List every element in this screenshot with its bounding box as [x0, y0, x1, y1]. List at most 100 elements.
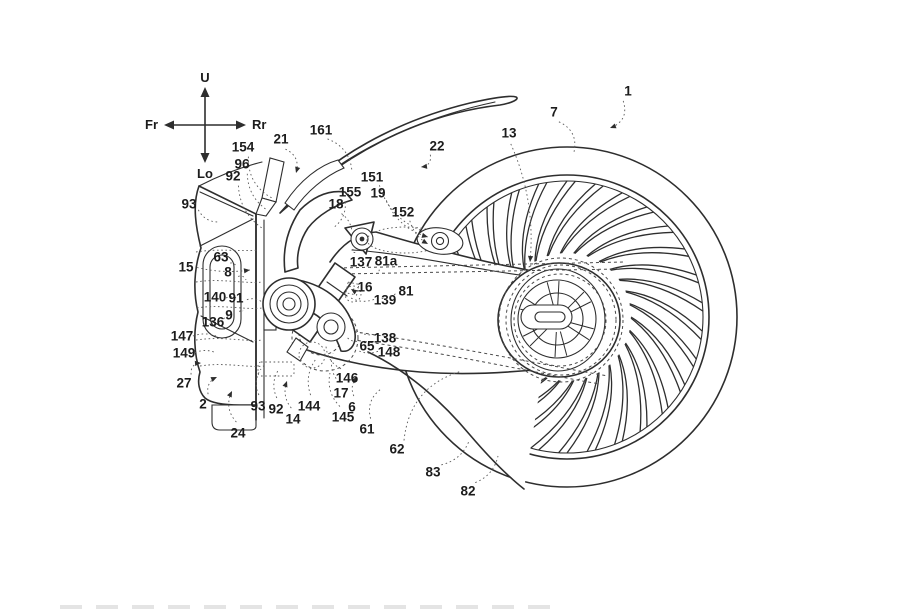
spoke-blade [628, 330, 663, 415]
seat-bracket-foot [255, 197, 277, 217]
leader-line-145-26 [328, 372, 341, 407]
ref-label-92-8: 92 [225, 169, 240, 184]
hub-web-line [554, 331, 557, 357]
shock-mount-eye [416, 227, 464, 255]
leader-line-82-46 [475, 455, 499, 484]
ref-label-93-9: 93 [181, 197, 197, 212]
compass-arrow-down [200, 153, 210, 163]
leader-line-14-24 [284, 380, 292, 409]
swingarm-rear-silhouette [367, 351, 525, 490]
idler-dashed [344, 285, 362, 303]
leader-line-8-12 [237, 275, 247, 281]
spoke-blade [538, 377, 588, 451]
ref-label-81-37: 81 [398, 284, 414, 299]
ref-label-144-25: 144 [298, 399, 321, 414]
ref-label-18-41: 18 [328, 197, 344, 212]
ref-label-92-23: 92 [268, 402, 283, 417]
ref-label-140-13: 140 [204, 290, 227, 305]
spoke-blade [619, 279, 704, 312]
hub-web-line [557, 281, 560, 307]
leader-line-65-32 [345, 335, 358, 342]
spoke-blade [598, 246, 685, 263]
leader-line-151-42 [378, 185, 421, 231]
spoke-blade [594, 364, 613, 451]
ref-label-147-17: 147 [171, 329, 194, 344]
compass-label-up: U [200, 70, 209, 85]
leader-line-13-2 [510, 143, 532, 263]
leader-arrow-16-36 [351, 289, 358, 295]
engine-case [194, 161, 295, 431]
rear-wheel [396, 146, 738, 488]
spoke-blade [609, 264, 697, 276]
leader-line-93-22 [255, 368, 262, 396]
chain-lower-run-2 [339, 337, 601, 385]
hub-cap-inner [510, 268, 606, 372]
link-roller-outer [316, 312, 346, 342]
seat-bracket [261, 157, 285, 203]
spoke-blade [560, 195, 631, 254]
wheel-spokes [430, 180, 704, 454]
leader-arrow-24-21 [227, 391, 232, 398]
spoke-blade [630, 317, 682, 393]
compass-label-down: Lo [197, 166, 213, 181]
hub-web-line [529, 327, 549, 347]
spoke-blade [624, 342, 648, 428]
leader-line-16-36 [350, 288, 355, 290]
compass-arrow-front [164, 120, 174, 130]
leader-line-22-3 [420, 154, 431, 168]
spoke-blade [629, 303, 697, 360]
spoke-blade [610, 267, 699, 284]
leader-line-144-25 [307, 358, 317, 396]
link-pivot-center [359, 236, 365, 242]
ref-label-146-29: 146 [336, 371, 359, 386]
ref-label-62-31: 62 [389, 442, 404, 457]
spoke-blade [599, 252, 689, 263]
leader-line-61-30 [369, 388, 382, 419]
spoke-blade [618, 278, 703, 304]
leader-line-155-40 [332, 201, 346, 229]
ref-label-81a-39: 81a [375, 254, 398, 269]
spoke-blade [521, 183, 540, 270]
spoke-blade [566, 372, 600, 454]
leader-arrow-27-19 [194, 360, 201, 366]
ref-label-145-26: 145 [332, 410, 355, 425]
compass-label-rear: Rr [252, 117, 266, 132]
body-line-up [198, 161, 263, 187]
axle-slot-inner [534, 311, 566, 323]
leader-line-81-37 [378, 293, 396, 299]
hub-web-line [559, 331, 568, 356]
ref-label-16-36: 16 [357, 280, 373, 295]
ref-label-151-42: 151 [361, 170, 384, 185]
rear-fender [255, 95, 518, 217]
case-top-wedge-2 [199, 218, 254, 247]
case-top-wedge-1 [199, 191, 254, 217]
leader-line-146-29 [325, 345, 342, 370]
spoke-blade [574, 211, 654, 254]
ref-label-65-32: 65 [359, 339, 375, 354]
case-foot-box [211, 404, 257, 431]
compass-arrow-up [200, 87, 210, 97]
direction-compass: U Lo Fr Rr [145, 70, 266, 181]
ref-label-148-34: 148 [378, 345, 401, 360]
leader-line-19-43 [385, 200, 429, 238]
leader-arrow-2-20 [210, 377, 217, 382]
drive-chain [291, 257, 625, 385]
leader-line-140-13 [225, 296, 239, 300]
hub-web-line [569, 321, 594, 330]
case-diagonal [200, 315, 254, 343]
ref-label-83-45: 83 [425, 465, 441, 480]
brake-disc-dashed [513, 273, 607, 367]
hub-web-line [567, 325, 590, 341]
leader-arrow-152-44 [421, 238, 428, 244]
leader-line-7-1 [558, 121, 576, 153]
leader-line-136-16 [223, 315, 232, 320]
spoke-blade [558, 372, 599, 454]
front-sprocket-dashed [291, 304, 359, 372]
ref-label-138-33: 138 [374, 331, 397, 346]
ref-label-14-24: 14 [285, 412, 301, 427]
spoke-blade [586, 225, 669, 257]
link-roller-inner [323, 319, 339, 335]
ref-label-17-28: 17 [333, 386, 348, 401]
pivot-bearing-r4 [282, 297, 296, 311]
